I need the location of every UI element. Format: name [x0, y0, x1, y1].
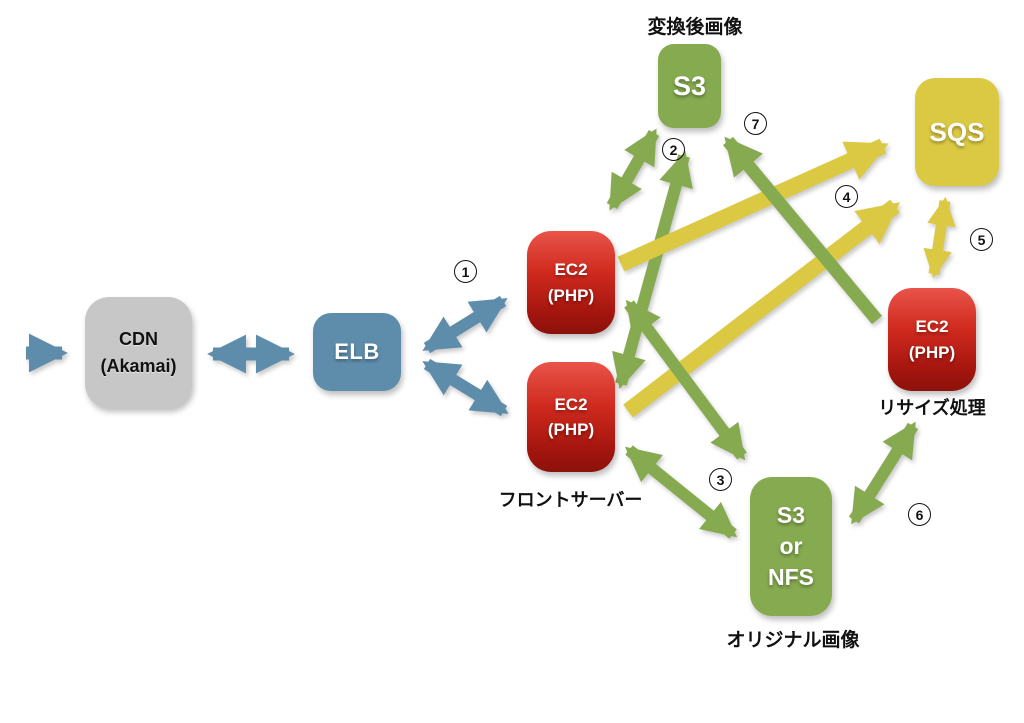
arrow-elb-to-ec2front-top — [422, 295, 508, 354]
ec2-front-bottom-label: EC2 — [554, 394, 588, 414]
cdn-sublabel: (Akamai) — [100, 355, 177, 376]
step-7-badge: 7 — [744, 112, 767, 135]
node-ec2-front-bottom: EC2 (PHP) — [527, 362, 615, 472]
arrow-sqs-to-ec2resize — [923, 196, 956, 279]
node-cdn-akamai: CDN (Akamai) — [85, 297, 192, 408]
ec2-resize-sublabel: (PHP) — [908, 342, 956, 362]
node-elb: ELB — [313, 313, 401, 391]
ec2-front-top-label: EC2 — [554, 260, 588, 279]
ec2-front-bottom-sublabel: (PHP) — [547, 420, 595, 439]
caption-converted-image: 変換後画像 — [647, 17, 743, 38]
step-5-badge: 5 — [970, 228, 993, 251]
sqs-label: SQS — [929, 116, 985, 147]
cdn-label: CDN — [119, 329, 158, 350]
arrow-ec2resize-to-s3 — [723, 136, 882, 325]
node-ec2-front-top: EC2 (PHP) — [527, 231, 615, 334]
arrow-elb-to-ec2front-bottom — [422, 358, 509, 417]
arrow-ec2resize-to-s3nfs — [848, 421, 919, 525]
caption-original-image: オリジナル画像 — [726, 630, 860, 651]
step-3-badge: 3 — [709, 468, 732, 491]
step-4-badge: 4 — [835, 185, 858, 208]
ec2-front-top-sublabel: (PHP) — [547, 285, 595, 305]
arrow-ec2front-bottom-to-s3nfs — [624, 445, 738, 539]
ec2-resize-label: EC2 — [915, 317, 949, 336]
step-1-badge: 1 — [454, 260, 477, 283]
step-6-badge: 6 — [908, 503, 931, 526]
caption-front-servers: フロントサーバー — [498, 490, 643, 510]
s3-label: S3 — [672, 70, 707, 101]
elb-label: ELB — [334, 339, 380, 364]
node-ec2-resize: EC2 (PHP) — [888, 288, 976, 391]
caption-resize-process: リサイズ処理 — [878, 398, 986, 418]
s3nfs-label-line1: S3 — [776, 501, 806, 528]
s3nfs-label-line2: or — [779, 532, 803, 559]
arrow-ec2front-top-to-s3nfs — [624, 299, 747, 461]
node-s3-or-nfs: S3 or NFS — [750, 477, 832, 616]
arrow-ec2front-top-to-s3 — [606, 128, 660, 211]
arrow-ec2front-bottom-to-s3 — [612, 150, 693, 390]
s3nfs-label-line3: NFS — [768, 564, 814, 591]
node-s3-converted: S3 — [658, 44, 721, 128]
arrow-ec2front-top-to-sqs — [617, 138, 889, 272]
node-sqs: SQS — [915, 78, 999, 186]
step-2-badge: 2 — [662, 138, 685, 161]
